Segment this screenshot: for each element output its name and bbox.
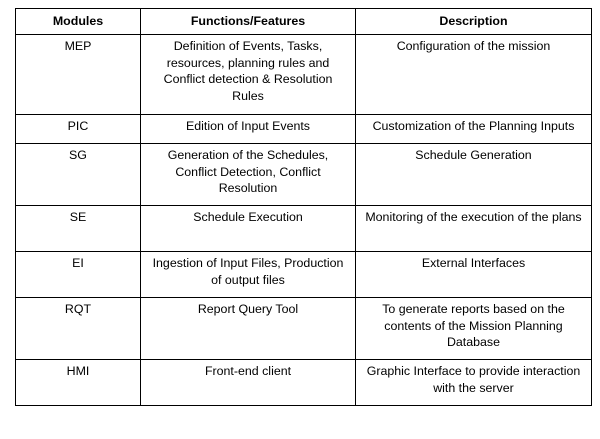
table-row: SG Generation of the Schedules, Conflict… (15, 143, 592, 206)
cell-description: Monitoring of the execution of the plans (355, 205, 592, 252)
table-row: PIC Edition of Input Events Customizatio… (15, 114, 592, 144)
cell-module: MEP (15, 34, 141, 115)
cell-module: SE (15, 205, 141, 252)
cell-module: SG (15, 143, 141, 206)
cell-description: Graphic Interface to provide interaction… (355, 359, 592, 406)
modules-table-container: Modules Functions/Features Description M… (15, 8, 592, 406)
cell-description: Customization of the Planning Inputs (355, 114, 592, 144)
cell-functions: Front-end client (140, 359, 356, 406)
cell-description: Configuration of the mission (355, 34, 592, 115)
cell-module: PIC (15, 114, 141, 144)
cell-functions: Definition of Events, Tasks, resources, … (140, 34, 356, 115)
cell-description: Schedule Generation (355, 143, 592, 206)
cell-description: External Interfaces (355, 251, 592, 298)
cell-functions: Report Query Tool (140, 297, 356, 360)
table-row: SE Schedule Execution Monitoring of the … (15, 205, 592, 252)
header-row: Modules Functions/Features Description (15, 8, 592, 35)
cell-functions: Generation of the Schedules, Conflict De… (140, 143, 356, 206)
cell-module: HMI (15, 359, 141, 406)
cell-module: EI (15, 251, 141, 298)
table-row: MEP Definition of Events, Tasks, resourc… (15, 34, 592, 115)
header-functions-features: Functions/Features (140, 8, 356, 35)
table-header: Modules Functions/Features Description (15, 8, 592, 35)
table-row: EI Ingestion of Input Files, Production … (15, 251, 592, 298)
cell-functions: Ingestion of Input Files, Production of … (140, 251, 356, 298)
cell-functions: Schedule Execution (140, 205, 356, 252)
table-row: HMI Front-end client Graphic Interface t… (15, 359, 592, 406)
cell-description: To generate reports based on the content… (355, 297, 592, 360)
modules-table: Modules Functions/Features Description M… (15, 8, 592, 406)
cell-module: RQT (15, 297, 141, 360)
table-body: MEP Definition of Events, Tasks, resourc… (15, 34, 592, 406)
cell-functions: Edition of Input Events (140, 114, 356, 144)
header-description: Description (355, 8, 592, 35)
table-row: RQT Report Query Tool To generate report… (15, 297, 592, 360)
header-modules: Modules (15, 8, 141, 35)
